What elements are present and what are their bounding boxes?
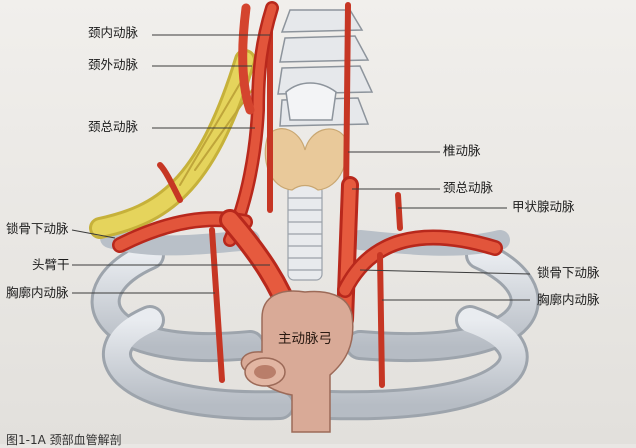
cervical-spine (277, 9, 374, 127)
label-vertebral: 椎动脉 (443, 143, 481, 158)
label-thyroid: 甲状腺动脉 (512, 199, 575, 214)
label-internal-carotid: 颈内动脉 (88, 25, 139, 40)
leader-lines (71, 34, 531, 301)
label-external-carotid: 颈外动脉 (88, 57, 139, 72)
left-arteries (336, 176, 503, 388)
label-internal-thoracic-right: 胸廓内动脉 (537, 292, 600, 307)
figure-caption: 图1-1A 颈部血管解剖 (6, 433, 122, 447)
label-common-carotid-right: 颈总动脉 (443, 180, 494, 195)
vertebral-arteries (267, 2, 351, 213)
label-brachiocephalic: 头臂干 (32, 257, 70, 272)
trachea (287, 184, 323, 281)
right-arteries (112, 1, 303, 383)
aortic-arch-shape (240, 290, 354, 433)
label-subclavian-right: 锁骨下动脉 (537, 265, 600, 280)
label-aortic-arch: 主动脉弓 (278, 331, 332, 347)
label-common-carotid-left: 颈总动脉 (88, 119, 139, 134)
label-subclavian-left: 锁骨下动脉 (6, 221, 69, 236)
thyroid-gland (264, 128, 348, 191)
brachial-plexus (89, 49, 256, 239)
label-internal-thoracic-left: 胸廓内动脉 (6, 285, 69, 300)
